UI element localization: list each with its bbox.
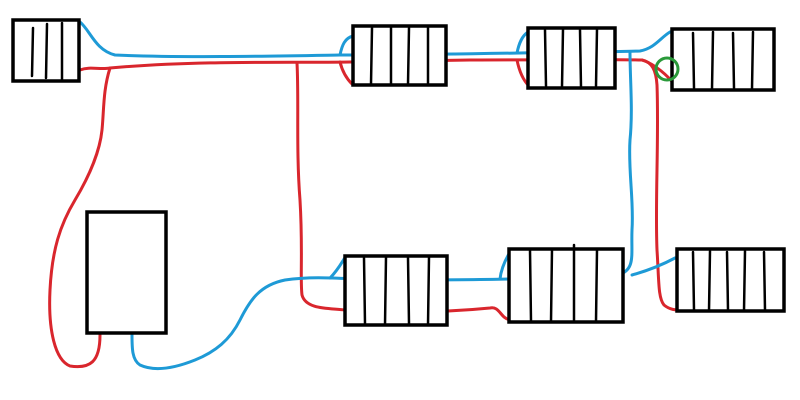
return-riser-top1 — [338, 34, 355, 57]
radiator-body — [351, 24, 448, 87]
radiator-top-2 — [351, 24, 448, 87]
radiator-fin — [691, 31, 696, 90]
radiator-body — [670, 27, 776, 92]
radiator-fin — [549, 247, 554, 324]
flow-tail-top1 — [338, 60, 354, 86]
radiator-fin — [691, 250, 696, 312]
radiator-fin — [710, 30, 715, 91]
radiator-fin — [750, 30, 755, 91]
radiator-fin — [30, 26, 35, 78]
radiator-fin — [725, 250, 730, 312]
flow-drop-right — [640, 58, 682, 312]
radiator-fin — [406, 26, 411, 86]
radiator-fin — [731, 31, 736, 90]
radiator-bottom-3 — [675, 247, 786, 313]
radiator-fin — [578, 28, 583, 89]
radiator-fin — [594, 27, 599, 88]
radiator-body — [507, 247, 625, 324]
radiator-fin — [362, 256, 367, 326]
radiator-fin — [707, 249, 712, 313]
radiator-fin — [369, 26, 374, 86]
boiler — [85, 210, 168, 335]
radiator-top-4 — [670, 27, 776, 92]
radiator-body — [526, 26, 617, 90]
radiator-fin — [44, 22, 49, 80]
radiator-top-3 — [526, 26, 617, 90]
flow-drop-center — [295, 61, 512, 322]
radiator-fin — [383, 255, 388, 327]
radiator-body — [343, 254, 449, 327]
radiator-fin — [560, 27, 565, 89]
radiator-fin — [594, 248, 599, 323]
highlight-circle — [654, 56, 680, 82]
radiator-fin — [762, 250, 767, 312]
return-riser-bottom3 — [630, 256, 677, 277]
radiator-bottom-1 — [343, 254, 449, 327]
radiator-fin — [742, 249, 747, 313]
radiator-top-1 — [11, 18, 81, 83]
flow-pipe-to-boiler — [48, 66, 112, 369]
return-to-boiler — [130, 276, 512, 371]
radiator-fin — [406, 256, 411, 326]
radiator-fin — [528, 248, 533, 323]
radiator-bottom-2 — [507, 243, 625, 324]
radiator-fin — [543, 28, 548, 88]
radiator-fin — [426, 255, 431, 327]
